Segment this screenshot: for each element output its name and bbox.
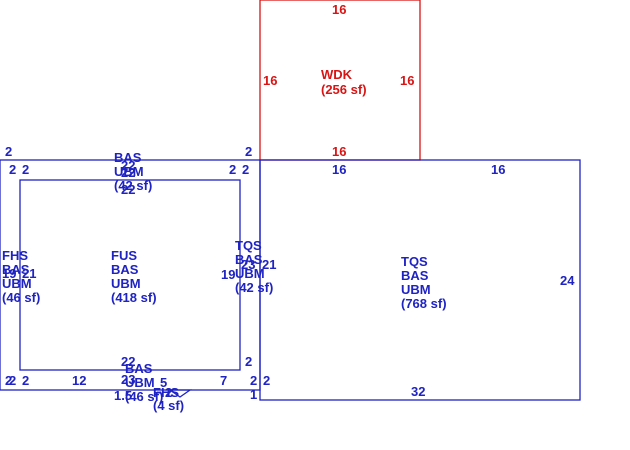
- tqs-large-area: (768 sf): [401, 296, 447, 311]
- bottom-strip-l1: BAS: [125, 361, 153, 376]
- wdk-code: WDK: [321, 67, 353, 82]
- fus-l3: UBM: [111, 276, 141, 291]
- tqs-dim-top-right: 16: [491, 162, 505, 177]
- dim-2-h: 2: [5, 373, 12, 388]
- tqs-dim-right: 24: [560, 273, 575, 288]
- tqs-dim-bottom: 32: [411, 384, 425, 399]
- wdk-dim-top: 16: [332, 2, 346, 17]
- tqs-small-dim-21: 21: [262, 257, 276, 272]
- tqs-large-l2: BAS: [401, 268, 429, 283]
- dim-2-k: 2: [250, 373, 257, 388]
- tqs-large-l3: UBM: [401, 282, 431, 297]
- tqs-small-dim-23: 23: [241, 257, 255, 272]
- tqs-small-dim-19: 19: [221, 267, 235, 282]
- small-tri-l1: FHS: [153, 385, 179, 400]
- bottom-strip-l3: (46 sf): [125, 389, 163, 404]
- bottom-strip-o2: 23: [121, 372, 135, 387]
- fhs-l1: FHS: [2, 248, 28, 263]
- tqs-small-l2: BAS: [235, 252, 263, 267]
- tqs-large-l1: TQS: [401, 254, 428, 269]
- bottom-strip-o1: 22: [121, 354, 135, 369]
- wdk-area: (256 sf): [321, 82, 367, 97]
- bottom-strip-o3: 1.5: [114, 388, 132, 403]
- tqs-small-l3: UBM: [235, 266, 265, 281]
- fhs-l2: BAS: [2, 262, 30, 277]
- dim-7: 7: [220, 373, 227, 388]
- wdk-dim-right: 16: [400, 73, 414, 88]
- dim-2-i: 2: [9, 373, 16, 388]
- top-strip-l3: (42 sf): [114, 178, 152, 193]
- dim-2-f: 2: [242, 162, 249, 177]
- fus-area: (418 sf): [111, 290, 157, 305]
- wdk-dim-bottom: 16: [332, 144, 346, 159]
- small-tri-o1: 2: [165, 385, 172, 400]
- fus-outline: [19, 179, 241, 371]
- fhs-l3: UBM: [2, 276, 32, 291]
- dim-2-a: 2: [5, 144, 12, 159]
- dim-2-e: 2: [245, 144, 252, 159]
- tqs-small-l1: TQS: [235, 238, 262, 253]
- fhs-area: (46 sf): [2, 290, 40, 305]
- dim-2-g: 2: [245, 354, 252, 369]
- tqs-small-area: (42 sf): [235, 280, 273, 295]
- dim-2-b: 2: [9, 162, 16, 177]
- top-strip-o1: 22: [121, 158, 135, 173]
- main-block-outline: [0, 159, 261, 391]
- dim-2-l: 2: [263, 373, 270, 388]
- fhs-dim-left: 19: [2, 266, 16, 281]
- wdk-dim-left: 16: [263, 73, 277, 88]
- dim-2-c: 2: [22, 162, 29, 177]
- small-tri-o2: 5: [160, 375, 167, 390]
- small-triangle-outline: [167, 389, 193, 398]
- bottom-strip-l2: UBM: [125, 375, 155, 390]
- top-strip-o3: 22: [121, 182, 135, 197]
- top-strip-o2: 22: [121, 165, 135, 180]
- fhs-dim-overlap: 21: [22, 266, 36, 281]
- dim-12: 12: [72, 373, 86, 388]
- dim-2-j: 2: [22, 373, 29, 388]
- tqs-dim-top-left: 16: [332, 162, 346, 177]
- dim-1: 1: [250, 387, 257, 402]
- small-tri-area: (4 sf): [153, 398, 184, 413]
- fus-l1: FUS: [111, 248, 137, 263]
- top-strip-l1: BAS: [114, 150, 142, 165]
- fus-l2: BAS: [111, 262, 139, 277]
- top-strip-l2: UBM: [114, 164, 144, 179]
- dim-2-d: 2: [229, 162, 236, 177]
